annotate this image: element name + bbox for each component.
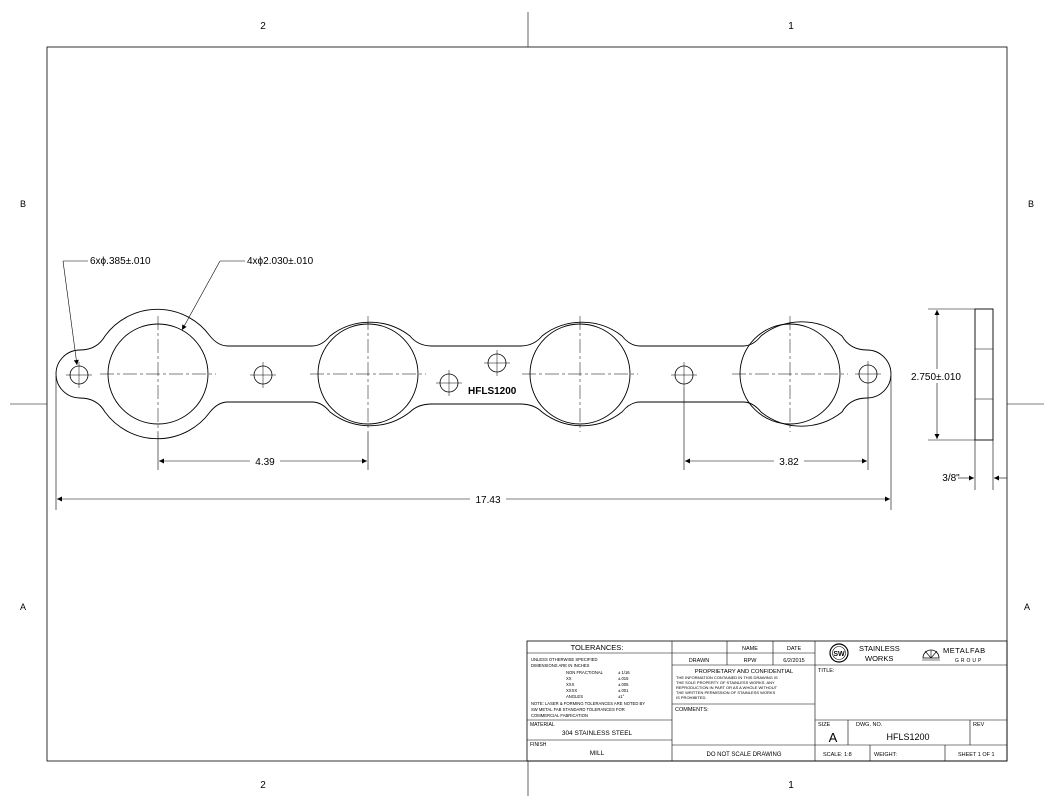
zone-bottom-1: 1 (788, 780, 794, 791)
zone-right-a: A (1024, 602, 1030, 612)
dim-3-82: 3.82 (779, 457, 799, 468)
sheet-text: SHEET 1 OF 1 (958, 752, 995, 758)
name-header: NAME (742, 646, 758, 652)
date-header: DATE (787, 646, 802, 652)
bolt-hole-1 (66, 362, 92, 388)
dim-4-39: 4.39 (255, 457, 275, 468)
proprietary-line-2: REPRODUCTION IN PART OR AS A WHOLE WITHO… (676, 685, 778, 690)
dim-port-spacing-left: 4.39 (157, 432, 369, 470)
metalfab-logo: METALFAB GROUP (922, 646, 986, 664)
finish-label: FINISH (530, 742, 547, 748)
bolt-hole-3 (436, 370, 462, 396)
zone-top-2: 2 (260, 21, 266, 32)
zone-bottom-2: 2 (260, 780, 266, 791)
title-label: TITLE: (818, 668, 835, 674)
drawn-label: DRAWN (689, 658, 710, 664)
tolerance-value-2: ±.005 (618, 682, 629, 687)
proprietary-line-1: THE SOLE PROPERTY OF STAINLESS WORKS. AN… (676, 680, 775, 685)
tolerance-note-6: ANGLES (566, 694, 583, 699)
weight-label: WEIGHT: (874, 752, 897, 758)
comments-label: COMMENTS: (675, 707, 709, 713)
dim-port-spacing-right: 3.82 (683, 387, 869, 470)
drawn-date: 6/2/2015 (783, 658, 804, 664)
do-not-scale: DO NOT SCALE DRAWING (706, 752, 781, 758)
tolerance-value-1: ±.015 (618, 676, 629, 681)
zone-left-a: A (20, 602, 26, 612)
tolerance-note-7: NOTE: LASER & FORMING TOLERANCES ARE NOT… (531, 701, 645, 706)
scale-text: SCALE: 1:8 (823, 752, 852, 758)
bolt-holes (66, 350, 881, 396)
proprietary-line-0: THE INFORMATION CONTAINED IN THIS DRAWIN… (676, 675, 778, 680)
logo2-line1: METALFAB (943, 646, 986, 655)
zone-right-b: B (1028, 199, 1034, 209)
flange-outline (55, 308, 892, 440)
dim-height: 2.750±.010 (911, 372, 961, 383)
port-hole-3 (522, 316, 638, 432)
bolt-hole-6 (855, 361, 881, 387)
zone-left-b: B (20, 199, 26, 209)
stainless-works-logo: SW STAINLESS WORKS (829, 643, 900, 663)
tolerance-value-4: ±1° (618, 694, 625, 699)
bolt-hole-5 (671, 362, 697, 388)
zone-labels: 2 1 2 1 B A B A (20, 21, 1034, 791)
logo2-line2: GROUP (955, 658, 983, 664)
tolerance-value-0: ± 1/16 (618, 670, 630, 675)
tolerance-note-8: SW METAL FAB STANDARD TOLERANCES FOR (531, 707, 625, 712)
port-hole-4 (732, 316, 848, 432)
metalfab-shell-icon (922, 649, 940, 661)
large-hole-callout: 4xϕ2.030±.010 (247, 256, 314, 267)
port-holes (100, 316, 848, 432)
proprietary-header: PROPRIETARY AND CONFIDENTIAL (695, 669, 794, 675)
rev-label: REV (973, 722, 985, 728)
logo1-line2: WORKS (865, 654, 893, 663)
size-value: A (829, 730, 838, 745)
dwg-label: DWG. NO. (856, 722, 883, 728)
tolerance-note-5: XXXX (566, 688, 577, 693)
title-block: TOLERANCES: UNLESS OTHERWISE SPECIFIED D… (526, 640, 1008, 762)
size-label: SIZE (818, 722, 831, 728)
tolerance-note-2: NON FRACTIONAL (566, 670, 604, 675)
port-hole-2 (310, 316, 426, 432)
dim-overall-length: 17.43 (55, 376, 892, 510)
tolerance-note-1: DIMENSIONS ARE IN INCHES (531, 663, 590, 668)
part-mark: HFLS1200 (468, 386, 517, 397)
tolerance-note-9: COMMERCIAL FABRICATION (531, 713, 588, 718)
tolerances-header: TOLERANCES: (571, 643, 624, 652)
proprietary-line-3: THE WRITTEN PERMISSION OF STAINLESS WORK… (676, 690, 776, 695)
tolerance-notes: UNLESS OTHERWISE SPECIFIED DIMENSIONS AR… (531, 657, 645, 718)
finish-value: MILL (590, 750, 605, 757)
drawn-name: RPW (744, 658, 758, 664)
bolt-hole-2 (250, 362, 276, 388)
proprietary-text: THE INFORMATION CONTAINED IN THIS DRAWIN… (676, 675, 778, 700)
small-hole-callout: 6xϕ.385±.010 (90, 256, 151, 267)
bolt-hole-4 (484, 350, 510, 376)
proprietary-line-4: IS PROHIBITED. (676, 695, 706, 700)
zone-top-1: 1 (788, 21, 794, 32)
material-value: 304 STAINLESS STEEL (562, 730, 633, 737)
hole-callouts: 6xϕ.385±.010 4xϕ2.030±.010 (62, 256, 314, 366)
tolerance-note-0: UNLESS OTHERWISE SPECIFIED (531, 657, 597, 662)
port-hole-1 (100, 316, 216, 432)
tolerance-value-3: ±.001 (618, 688, 629, 693)
tolerance-note-4: XXX (566, 682, 575, 687)
side-view: 2.750±.010 3/8" (906, 308, 1007, 490)
tolerance-note-3: XX (566, 676, 572, 681)
logo1-line1: STAINLESS (859, 644, 900, 653)
dim-thickness: 3/8" (942, 473, 960, 484)
material-label: MATERIAL (530, 722, 555, 728)
dwg-value: HFLS1200 (886, 732, 929, 742)
logo1-badge: SW (833, 651, 845, 658)
dim-17-43: 17.43 (475, 495, 500, 506)
